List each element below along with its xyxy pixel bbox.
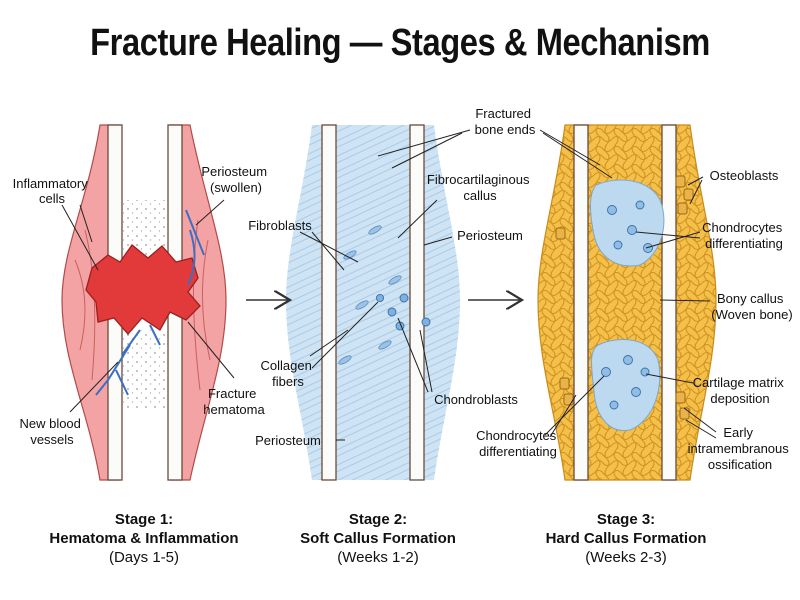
inflamed-tissue-right (169, 124, 227, 481)
stage-1-duration: (Days 1-5) (108, 549, 179, 566)
fracture-hematoma (85, 244, 201, 335)
label-new-blood-vessels: New blood vessels (19, 416, 84, 447)
stage-2-caption: Stage 2: Soft Callus Formation (Weeks 1-… (248, 510, 508, 567)
label-chondrocytes-differentiating-top: Chondrocytes differentiating (702, 220, 786, 251)
label-cartilage-matrix-deposition: Cartilage matrix deposition (693, 375, 788, 406)
label-chondroblasts: Chondroblasts (434, 392, 518, 407)
leader-lines (61, 129, 717, 441)
label-inflammatory-cells: Inflammatory cells (13, 176, 92, 206)
label-fibrocartilaginous-callus: Fibrocartilaginous callus (427, 172, 533, 203)
stage-3-bone (537, 124, 717, 481)
label-early-intramembranous-ossification: Early intramembranous ossification (688, 425, 793, 472)
stage-3-heading: Stage 3: (596, 511, 656, 528)
stage-3-duration: (Weeks 2-3) (585, 549, 667, 566)
label-collagen-fibers: Collagen fibers (261, 358, 316, 389)
label-fractured-bone-ends: Fractured bone ends (475, 106, 536, 137)
stage-1-name: Hematoma & Inflammation (49, 530, 239, 547)
label-fracture-hematoma: Fracture hematoma (203, 386, 265, 417)
label-chondrocytes-differentiating-bottom: Chondrocytes differentiating (476, 428, 560, 459)
label-periosteum-stage2-left: Periosteum (255, 433, 321, 448)
stage-2-bone (286, 124, 460, 481)
page-title: Fracture Healing — Stages & Mechanism (90, 22, 710, 64)
stage-2-heading: Stage 2: (348, 511, 408, 528)
stage-2-name: Soft Callus Formation (300, 530, 456, 547)
new-blood-vessels (95, 209, 205, 396)
marrow-lower (122, 330, 168, 410)
label-bony-callus: Bony callus (Woven bone) (711, 291, 792, 322)
stage-3-name: Hard Callus Formation (545, 530, 707, 547)
bone-cortex-left-s3 (573, 124, 589, 481)
bone-cortex-left-s2 (321, 124, 337, 481)
stage-1-heading: Stage 1: (114, 511, 174, 528)
stage-3-caption: Stage 3: Hard Callus Formation (Weeks 2-… (496, 510, 756, 567)
bone-cortex-right-s3 (661, 124, 677, 481)
bone-cortex-right-s2 (409, 124, 425, 481)
cartilage-island-bottom (591, 339, 661, 432)
label-fibroblasts: Fibroblasts (248, 218, 312, 233)
stage-1-bone (61, 124, 227, 481)
inflamed-tissue-left (61, 124, 121, 481)
label-periosteum-stage2-right: Periosteum (457, 228, 523, 243)
label-periosteum-swollen: Periosteum (swollen) (201, 164, 270, 195)
stage-2-duration: (Weeks 1-2) (337, 549, 419, 566)
label-osteoblasts: Osteoblasts (710, 168, 779, 183)
stage-1-caption: Stage 1: Hematoma & Inflammation (Days 1… (14, 510, 274, 567)
